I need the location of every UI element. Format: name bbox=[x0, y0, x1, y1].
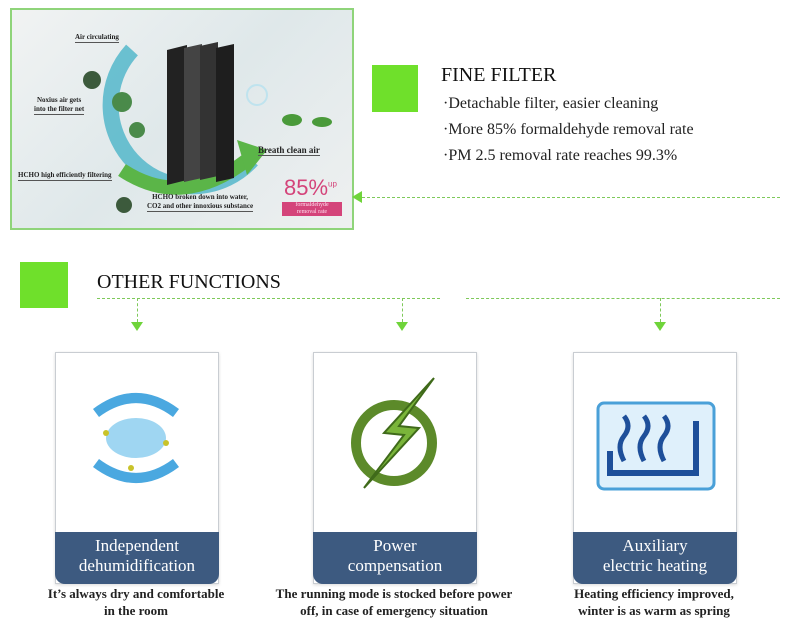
card-title: Power bbox=[373, 536, 417, 555]
caption-line: Heating efficiency improved, bbox=[574, 586, 734, 601]
bullet-3: ·PM 2.5 removal rate reaches 99.3% bbox=[443, 147, 678, 164]
dashed-line bbox=[466, 298, 780, 299]
percent-value: 85%up bbox=[284, 175, 337, 201]
caption-line: It’s always dry and comfortable bbox=[47, 586, 225, 601]
dashed-drop bbox=[660, 298, 661, 322]
dashed-drop bbox=[137, 298, 138, 322]
label-broken-down: HCHO broken down into water,CO2 and othe… bbox=[147, 193, 254, 212]
arrow-left-icon bbox=[352, 191, 362, 203]
dashed-connector bbox=[362, 197, 780, 198]
badge-line: formaldehyde bbox=[295, 202, 329, 208]
dehumidify-icon bbox=[93, 393, 179, 483]
card-caption: Heating efficiency improved, winter is as… bbox=[529, 585, 779, 619]
label-breath: Breath clean air bbox=[258, 145, 320, 156]
card-title: Independent bbox=[94, 536, 180, 555]
filter-illustration bbox=[83, 42, 332, 213]
arrow-down-icon bbox=[396, 322, 408, 331]
label-line: HCHO broken down into water, bbox=[152, 193, 248, 201]
green-square-marker bbox=[372, 65, 418, 112]
label-line: Noxius air gets bbox=[37, 96, 82, 104]
label-line: into the filter net bbox=[34, 105, 85, 113]
lightning-icon bbox=[351, 377, 437, 489]
arrow-down-icon bbox=[654, 322, 666, 331]
card-title: compensation bbox=[347, 556, 443, 575]
arrow-down-icon bbox=[131, 322, 143, 331]
other-functions-title: OTHER FUNCTIONS bbox=[97, 271, 281, 293]
caption-line: in the room bbox=[103, 603, 169, 618]
dashed-drop bbox=[402, 298, 403, 322]
percent-suffix: up bbox=[328, 179, 337, 189]
card-caption: It’s always dry and comfortable in the ro… bbox=[11, 585, 261, 619]
bullet-2: ·More 85% formaldehyde removal rate bbox=[443, 121, 694, 138]
fine-filter-title: FINE FILTER bbox=[441, 64, 557, 86]
bullet-1: ·Detachable filter, easier cleaning bbox=[443, 95, 659, 112]
label-line: CO2 and other innoxious substance bbox=[147, 202, 254, 210]
heating-icon bbox=[596, 401, 716, 491]
card-title: electric heating bbox=[602, 556, 708, 575]
card-title: dehumidification bbox=[78, 556, 196, 575]
caption-line: The running mode is stocked before power bbox=[275, 586, 513, 601]
card-title: Auxiliary bbox=[622, 536, 688, 555]
card-caption: The running mode is stocked before power… bbox=[269, 585, 519, 619]
percent: 85% bbox=[284, 175, 329, 200]
label-air-circulating: Air circulating bbox=[75, 33, 119, 43]
green-square-marker bbox=[20, 262, 68, 308]
caption-line: winter is as warm as spring bbox=[578, 603, 730, 618]
badge-line: removal rate bbox=[296, 209, 328, 215]
dashed-line bbox=[97, 298, 440, 299]
label-hcho-filtering: HCHO high efficiently filtering bbox=[18, 171, 112, 181]
caption-line: off, in case of emergency situation bbox=[300, 603, 488, 618]
